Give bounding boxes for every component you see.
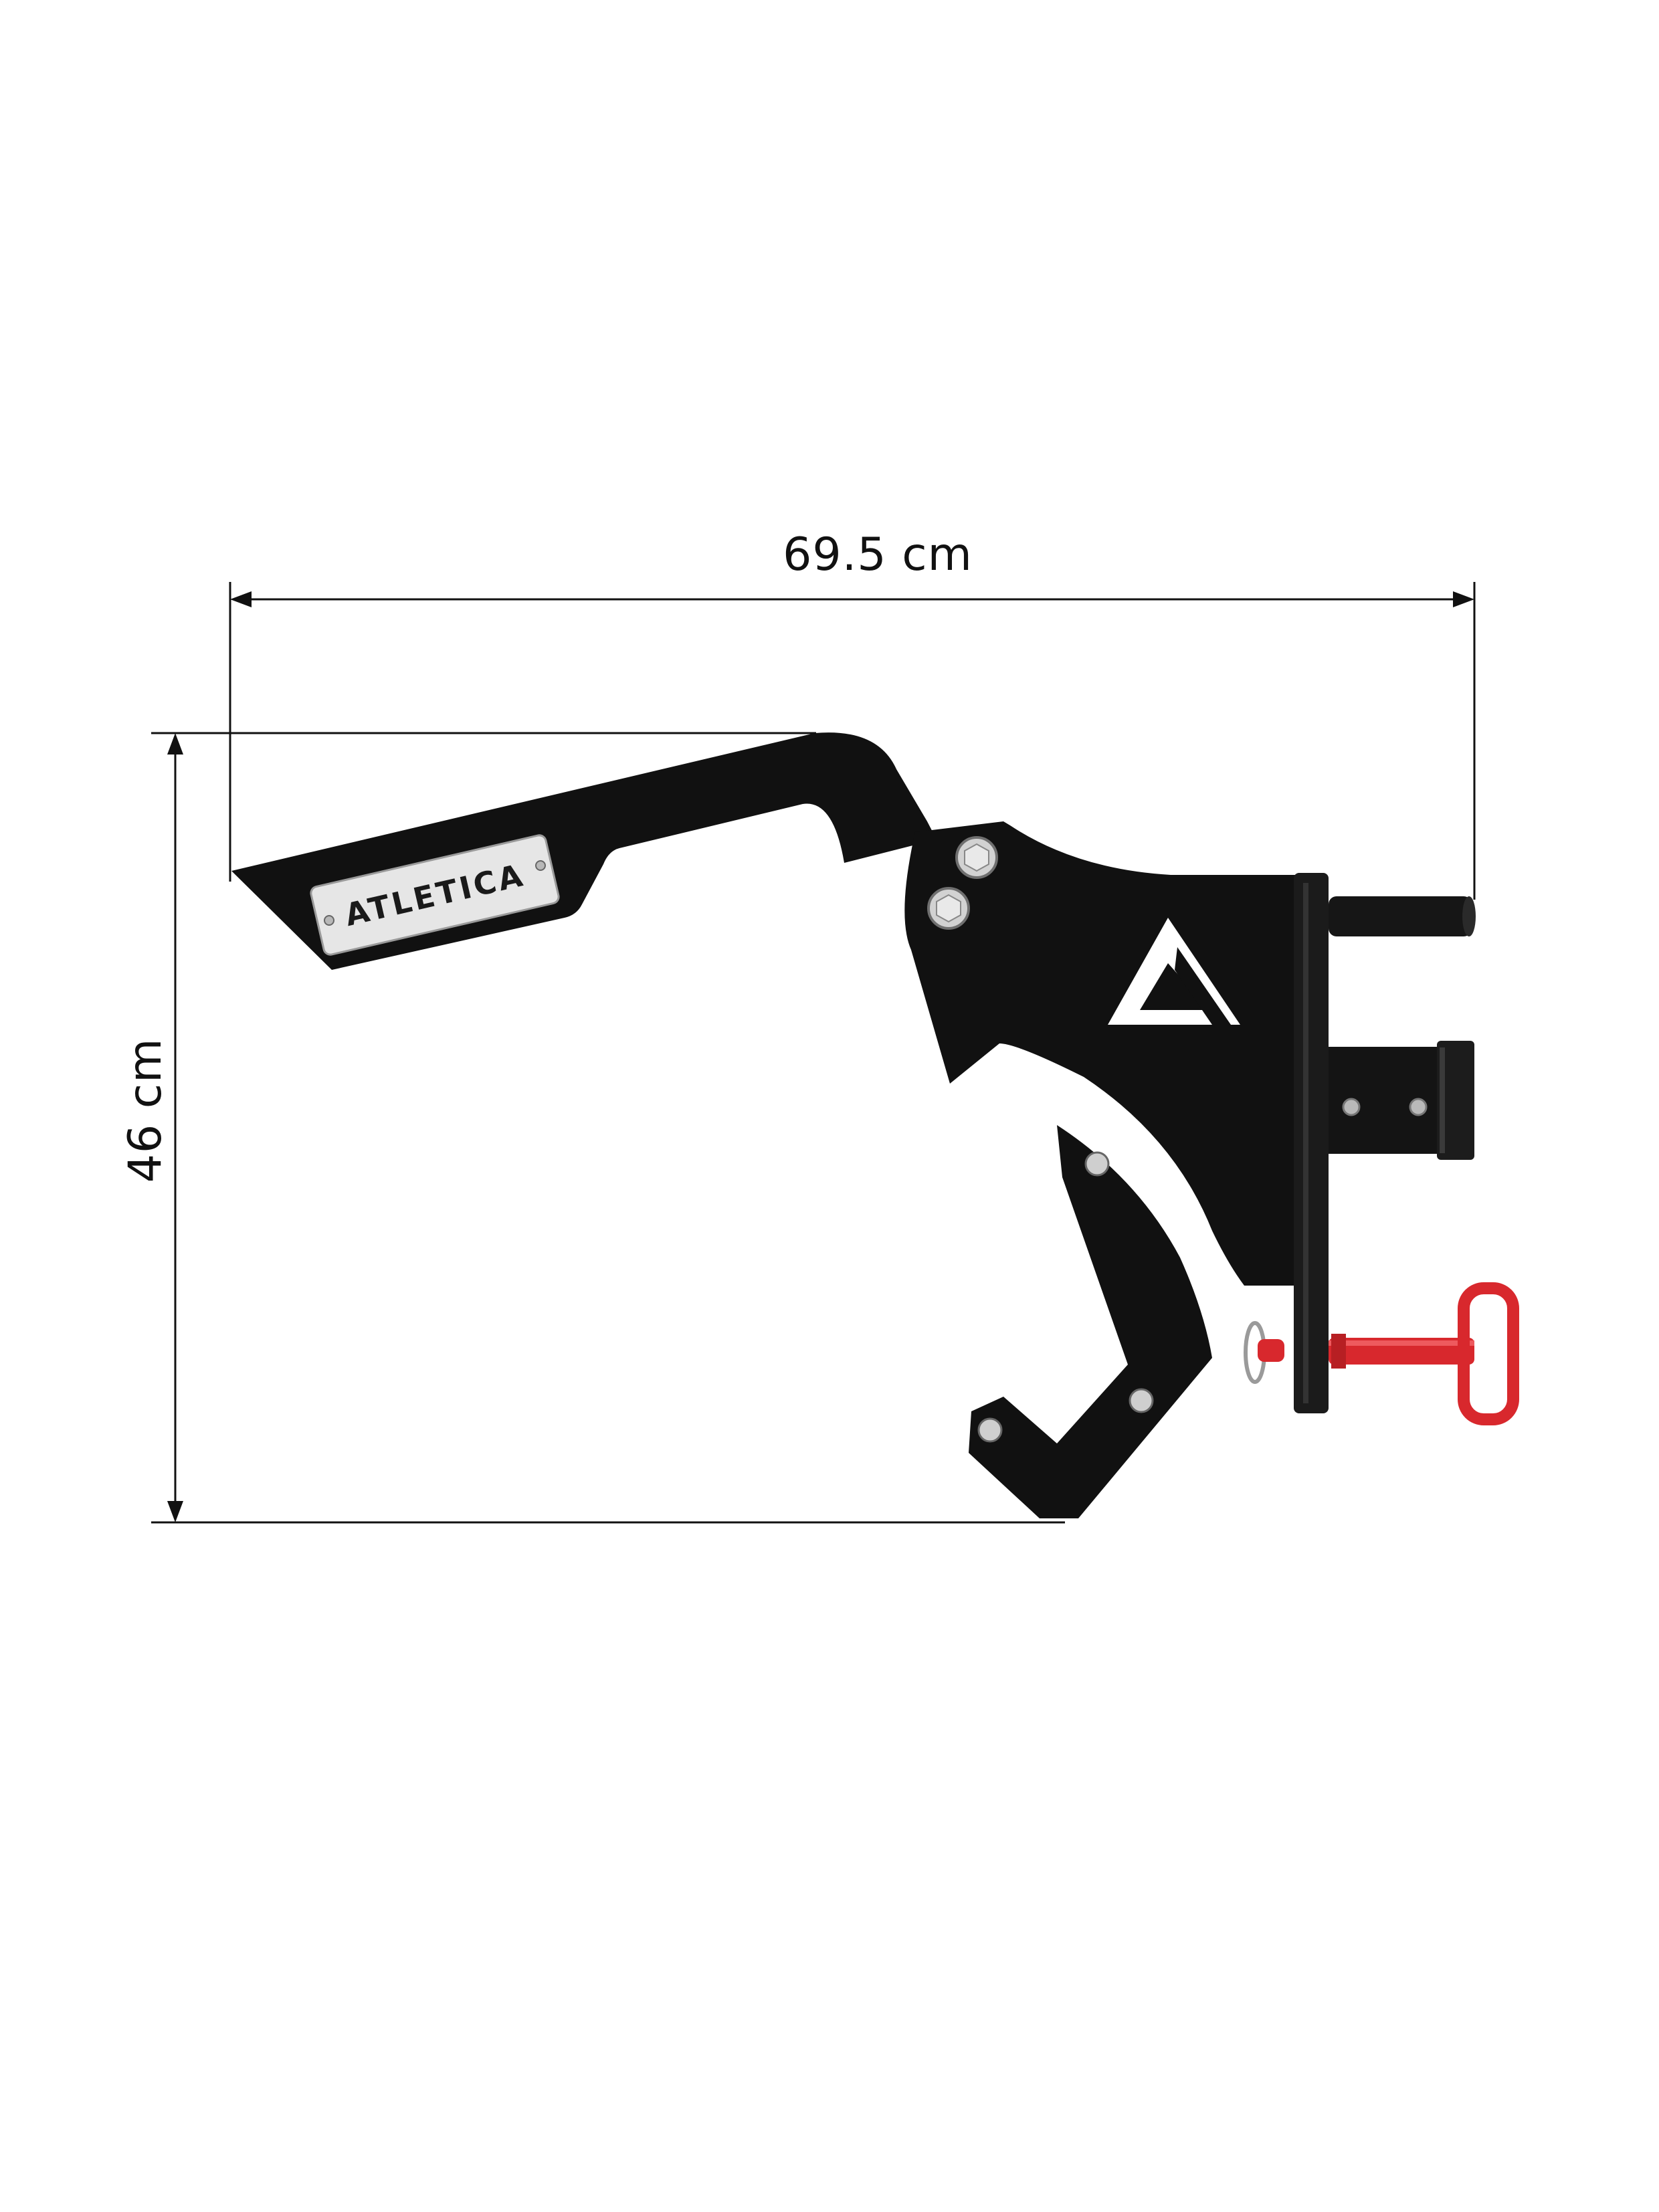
side-plate-bolts	[927, 836, 998, 930]
pivot-bolt-top-head	[964, 843, 989, 872]
hook-bolt-1	[1084, 1151, 1110, 1177]
height-label: 46 cm	[119, 1038, 172, 1183]
horn-cylinder	[1329, 896, 1472, 936]
pivot-bolt-lower-head	[936, 894, 961, 923]
attachment-illustration: ATLETICA	[231, 732, 1519, 1518]
tube-receiver-highlight	[1440, 1047, 1445, 1153]
width-label: 69.5 cm	[783, 528, 973, 581]
main-side-plate	[904, 821, 1295, 1286]
pin-collar	[1331, 1334, 1346, 1369]
mounting-plate	[1294, 873, 1329, 1413]
tube-receiver-collar	[1437, 1041, 1474, 1160]
lower-hook-arm	[969, 1125, 1212, 1518]
plate-screw-left	[324, 915, 334, 926]
brand-plate-body	[310, 834, 560, 956]
receiver-bolt-2	[1409, 1098, 1428, 1116]
pin-tip	[1258, 1339, 1284, 1362]
plate-gap-line	[1065, 1122, 1218, 1312]
width-arrow-left	[230, 591, 252, 607]
hook-bolt-3	[977, 1417, 1003, 1443]
height-dimension: 46 cm	[119, 732, 1065, 1524]
logo-cutout-icon	[1108, 918, 1240, 1025]
plate-screw-right	[535, 860, 546, 871]
pin-handle	[1458, 1282, 1519, 1425]
hook-bolt-2	[1129, 1388, 1154, 1413]
height-arrow-top	[167, 733, 183, 755]
hook-bolts	[977, 1151, 1154, 1443]
pin-shaft-highlight	[1329, 1340, 1474, 1346]
receiver-bolt-1	[1342, 1098, 1361, 1116]
mounting-plate-edge	[1303, 883, 1308, 1403]
width-arrow-right	[1453, 591, 1474, 607]
horn-cylinder-cap	[1462, 896, 1476, 936]
height-arrow-bottom	[167, 1501, 183, 1522]
width-dimension: 69.5 cm	[229, 528, 1476, 900]
lock-pin	[1244, 1282, 1519, 1425]
